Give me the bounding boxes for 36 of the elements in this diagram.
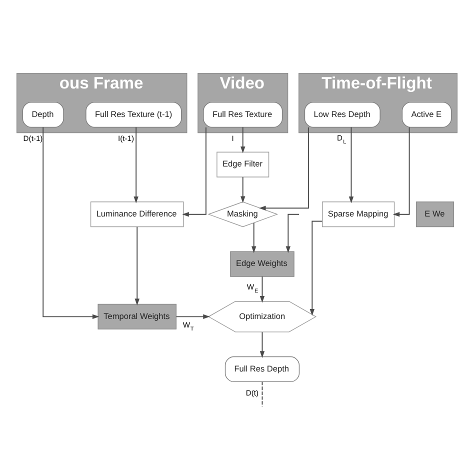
node-box: Edge Filter <box>216 151 270 177</box>
arrow <box>348 126 354 203</box>
node-box: Full Res Depth <box>224 356 300 382</box>
arrow <box>134 126 138 203</box>
arrow <box>42 126 100 319</box>
node-box: Full Res Texture (t-1) <box>86 101 182 128</box>
node-box: Depth <box>22 101 64 128</box>
node-box: Edge Weights <box>230 250 294 276</box>
node-box: E We <box>416 201 454 227</box>
connector <box>262 380 263 407</box>
arrow <box>260 331 265 358</box>
node-box: Sparse Mapping <box>322 201 395 227</box>
node-box: Low Res Depth <box>304 101 380 128</box>
arrow <box>260 276 265 302</box>
node-box: Luminance Difference <box>90 201 184 227</box>
edge-label: W$_{E}$ <box>246 282 258 294</box>
arrow <box>310 220 323 316</box>
edge-label: I <box>232 133 234 142</box>
edge-label: D(t-1) <box>23 133 43 142</box>
arrow <box>251 222 256 253</box>
arrow <box>392 126 410 216</box>
edge-label: W$_{T}$ <box>182 320 194 332</box>
arrow <box>182 126 206 216</box>
arrow <box>240 176 246 203</box>
arrow <box>286 213 300 252</box>
arrow <box>258 126 309 210</box>
node-box: Temporal Weights <box>98 303 177 329</box>
arrow <box>240 126 246 153</box>
edge-label: D(t) <box>246 388 259 397</box>
arrow <box>176 314 210 319</box>
node-diamond: Masking <box>208 201 278 227</box>
node-box: Active E <box>402 101 452 128</box>
edge-label: I(t-1) <box>118 133 134 142</box>
node-box: Full Res Texture <box>203 101 283 128</box>
arrow <box>134 226 140 305</box>
edge-label: D$_{L}$ <box>336 132 346 145</box>
